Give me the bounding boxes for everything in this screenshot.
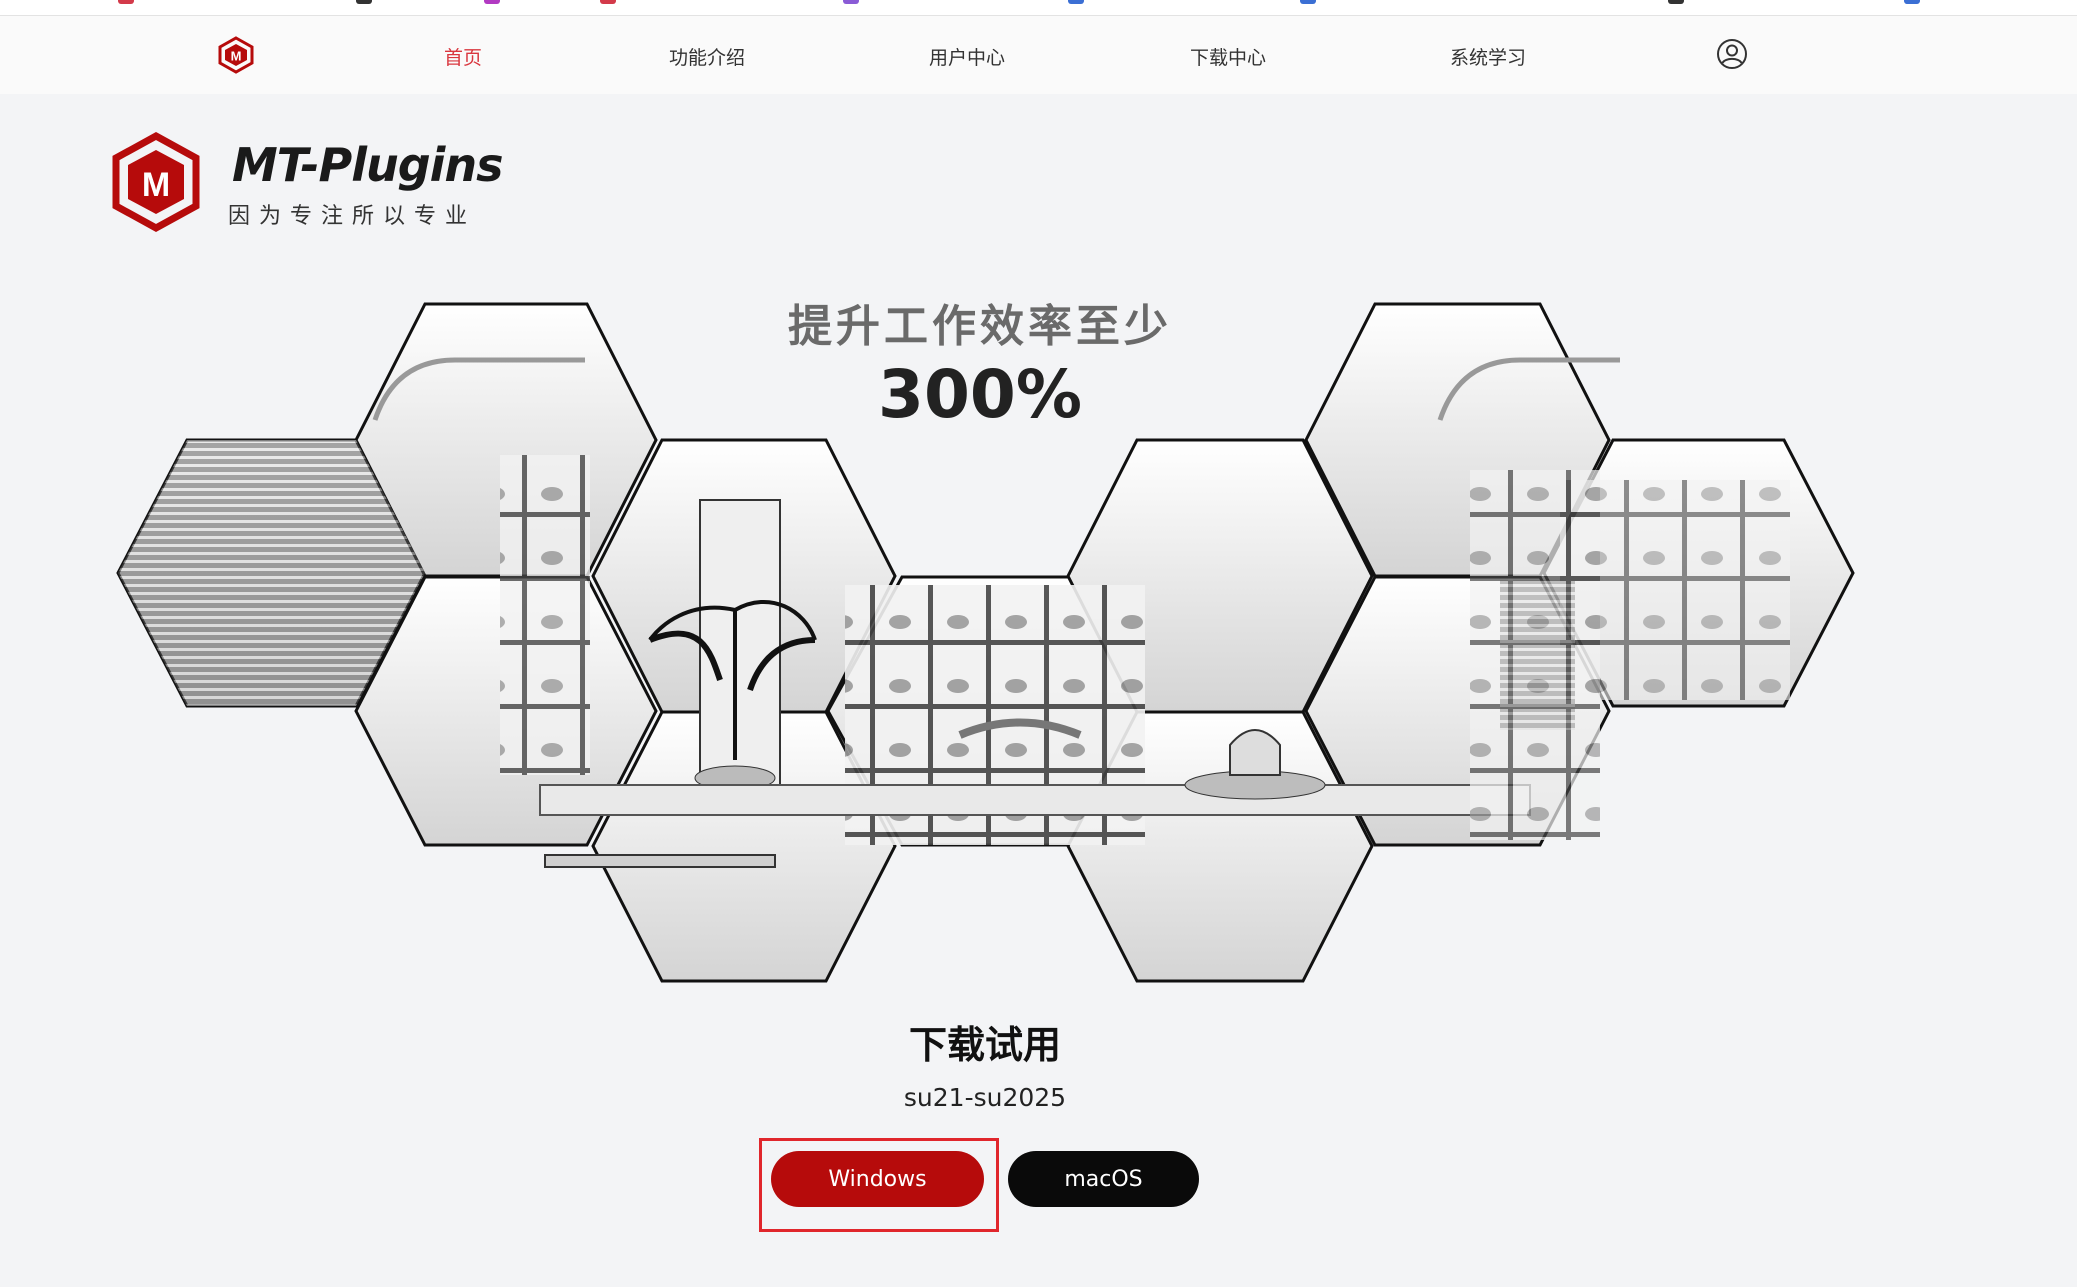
nav-download-center[interactable]: 下载中心 (1190, 47, 1267, 69)
hexagon-tile (826, 575, 1145, 847)
m-hexagon-logo-icon[interactable]: M (218, 36, 254, 74)
hexagon-tile (116, 438, 427, 708)
download-version-range: su21-su2025 (903, 1083, 1067, 1112)
hexagon-tile (591, 438, 897, 714)
svg-text:M: M (142, 166, 170, 204)
browser-bookmark-strip (0, 0, 2077, 16)
top-navbar: M 首页 功能介绍 用户中心 下载中心 系统学习 (0, 16, 2077, 94)
brand-block: M MT-Plugins 因为专注所以专业 (110, 132, 504, 234)
svg-text:M: M (231, 49, 242, 64)
hexagon-tile (1066, 710, 1374, 983)
download-title: 下载试用 (908, 1023, 1061, 1067)
hexagon-tile (1304, 575, 1611, 847)
brand-name: MT-Plugins (232, 138, 504, 192)
nav-home[interactable]: 首页 (444, 47, 483, 69)
windows-highlight-box (759, 1138, 999, 1232)
hexagon-tile (1542, 438, 1855, 708)
nav-features[interactable]: 功能介绍 (669, 47, 746, 69)
brand-tagline: 因为专注所以专业 (228, 204, 477, 229)
hexagon-tile (591, 710, 897, 983)
hero-headline: 提升工作效率至少 (788, 301, 1172, 352)
nav-learning[interactable]: 系统学习 (1450, 47, 1527, 69)
hexagon-tile (1066, 438, 1374, 714)
hero-stat: 300% (878, 356, 1082, 433)
m-hexagon-logo-icon[interactable]: M (110, 132, 202, 232)
nav-user-center[interactable]: 用户中心 (929, 47, 1006, 69)
hexagon-tile (354, 575, 658, 847)
windows-download-button[interactable]: Windows (771, 1151, 984, 1207)
macos-download-button[interactable]: macOS (1008, 1151, 1199, 1207)
user-circle-icon[interactable] (1716, 38, 1748, 70)
